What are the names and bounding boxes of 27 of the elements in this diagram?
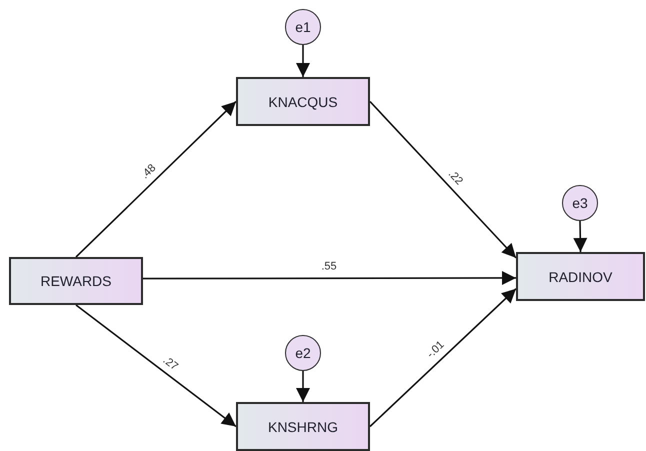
edge-label: -.01 bbox=[425, 340, 447, 361]
variable-name: REWARDS bbox=[40, 273, 112, 289]
arrow bbox=[573, 220, 588, 252]
edge-label: .55 bbox=[322, 262, 338, 273]
variable-name: KNACQUS bbox=[268, 94, 338, 110]
arrow bbox=[369, 288, 517, 428]
edge-label: .27 bbox=[160, 354, 180, 373]
variable-box bbox=[9, 257, 143, 305]
error-term-circle bbox=[562, 185, 598, 221]
variable-name: e1 bbox=[295, 19, 311, 35]
arrow bbox=[369, 100, 517, 258]
arrow bbox=[296, 371, 310, 402]
edge-label: .22 bbox=[445, 168, 464, 187]
variable-name: KNSHRNG bbox=[268, 418, 338, 434]
variable-box bbox=[236, 77, 370, 126]
arrow bbox=[75, 100, 237, 258]
variable-box bbox=[236, 402, 370, 451]
variable-name: RADINOV bbox=[548, 268, 612, 284]
variable-name: e3 bbox=[572, 195, 588, 211]
error-term-circle bbox=[285, 335, 321, 371]
variable-box bbox=[516, 252, 645, 301]
error-term-circle bbox=[285, 9, 321, 45]
variable-name: e2 bbox=[295, 345, 311, 361]
arrow bbox=[143, 271, 516, 285]
edge-label: .48 bbox=[140, 162, 158, 182]
arrow bbox=[76, 304, 236, 428]
arrow bbox=[296, 45, 310, 77]
